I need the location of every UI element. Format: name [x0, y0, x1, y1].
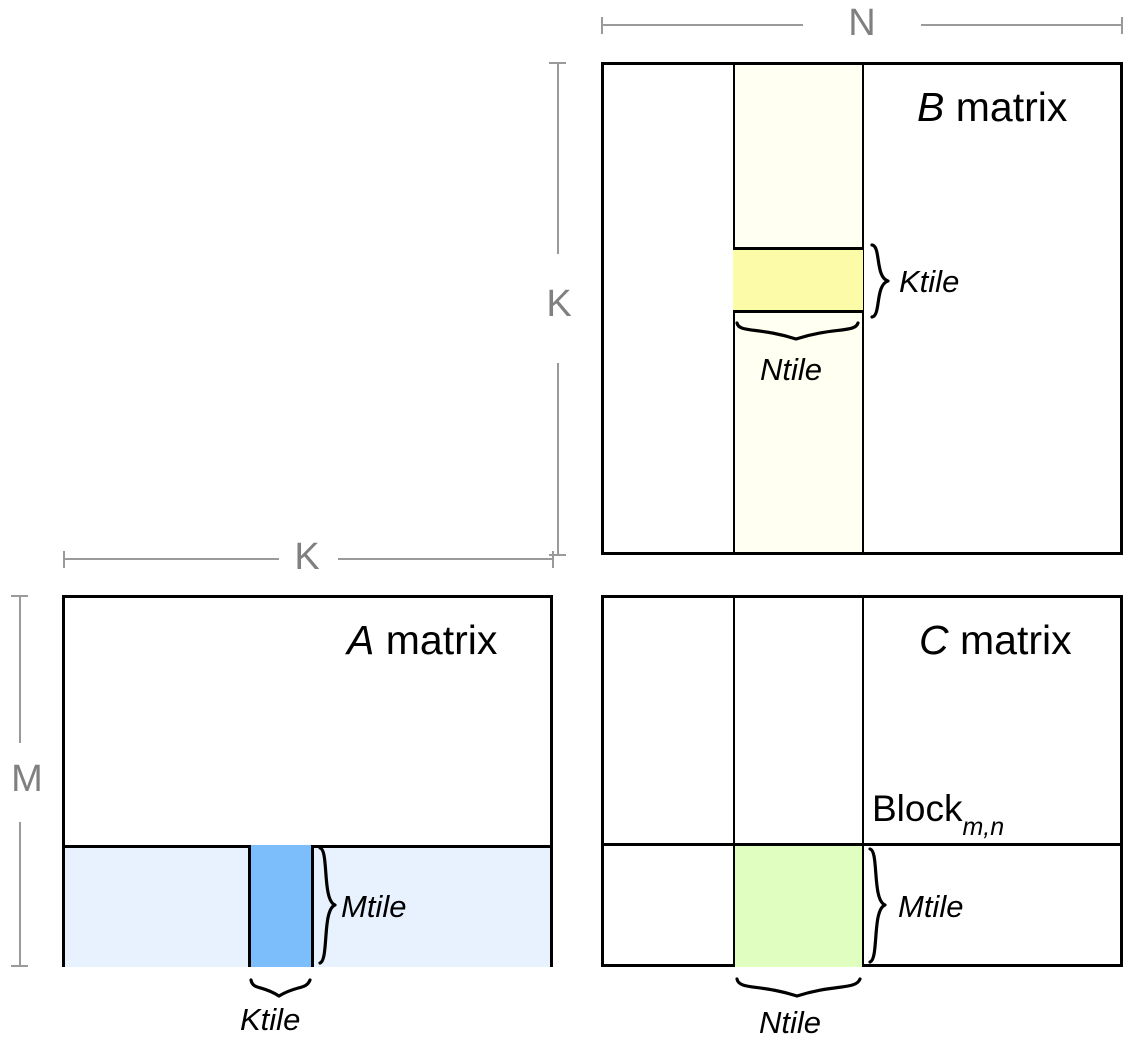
c-block-label: Blockm,n — [872, 788, 1004, 840]
k-vertical-segment-top — [557, 62, 559, 254]
a-matrix-box: A matrix — [62, 595, 553, 967]
a-matrix-name: A matrix — [347, 620, 497, 661]
c-matrix-box: C matrix Blockm,n — [601, 595, 1123, 967]
c-ntile-label: Ntile — [759, 1005, 822, 1040]
b-ntile-label: Ntile — [760, 352, 823, 387]
c-column-divider-right — [862, 598, 864, 964]
m-dimension-tick-bottom — [11, 965, 28, 967]
c-mtile-label: Mtile — [898, 889, 964, 924]
a-mtile-brace — [318, 846, 337, 965]
a-matrix-word: matrix — [385, 617, 498, 663]
c-matrix-word: matrix — [960, 617, 1072, 663]
k-horizontal-segment-right — [338, 558, 554, 560]
c-column-divider-left — [733, 598, 735, 964]
m-dimension-label: M — [11, 758, 43, 800]
a-matrix-symbol: A — [347, 617, 375, 663]
b-ktile-brace — [870, 243, 890, 319]
b-matrix-box: B matrix — [601, 62, 1123, 555]
n-dimension-segment-right — [921, 24, 1123, 26]
k-vertical-dimension-label: K — [546, 283, 572, 325]
a-mtile-label: Mtile — [341, 889, 407, 924]
n-dimension-label: N — [848, 2, 876, 44]
k-horizontal-dimension-label: K — [294, 536, 320, 578]
n-dimension-segment-left — [601, 24, 803, 26]
k-horizontal-segment-left — [63, 558, 279, 560]
c-matrix-symbol: C — [919, 617, 949, 663]
c-ntile-brace — [735, 977, 862, 998]
c-block-text: Block — [872, 788, 963, 829]
c-mtile-brace — [868, 847, 887, 964]
b-ntile-brace — [735, 321, 860, 341]
a-ktile-block — [248, 845, 314, 967]
c-matrix-name: C matrix — [919, 620, 1072, 661]
c-output-tile — [735, 846, 862, 967]
b-ktile-block — [733, 247, 863, 313]
m-dimension-segment-bottom — [19, 822, 21, 967]
k-horizontal-tick-right — [552, 551, 554, 568]
a-ktile-label: Ktile — [240, 1002, 301, 1037]
b-matrix-name: B matrix — [917, 87, 1067, 128]
b-ktile-label: Ktile — [899, 264, 960, 299]
n-dimension-tick-right — [1121, 17, 1123, 34]
b-matrix-word: matrix — [955, 84, 1068, 130]
a-ktile-brace — [249, 978, 312, 998]
m-dimension-segment-top — [19, 595, 21, 743]
b-matrix-symbol: B — [917, 84, 945, 130]
c-block-subscript: m,n — [962, 813, 1005, 842]
k-vertical-tick-bottom — [549, 554, 566, 556]
b-column-divider-right — [862, 65, 864, 552]
k-vertical-segment-bottom — [557, 363, 559, 555]
c-mtile-row-divider — [604, 843, 1120, 846]
